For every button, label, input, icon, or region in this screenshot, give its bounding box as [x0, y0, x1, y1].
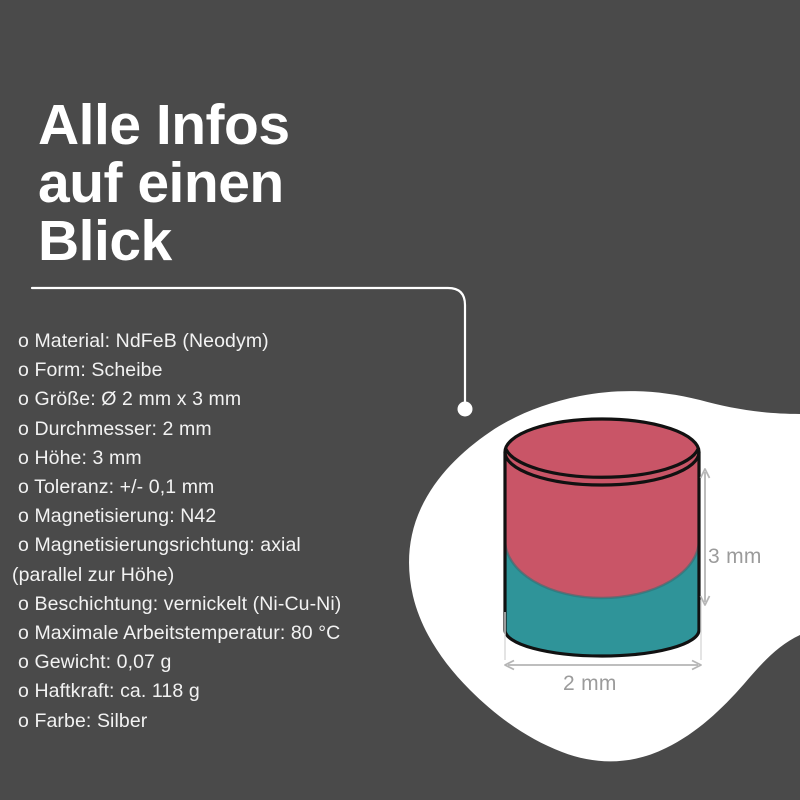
spec-item-toleranz: o Toleranz: +/- 0,1 mm [18, 476, 215, 499]
spec-item-material: o Material: NdFeB (Neodym) [18, 330, 269, 352]
spec-item-beschichtung: o Beschichtung: vernickelt (Ni-Cu-Ni) [18, 592, 342, 615]
spec-item-durchmesser: o Durchmesser: 2 mm [18, 417, 212, 440]
magnet-outline [503, 452, 701, 658]
dimension-width-label: 2 mm [563, 672, 617, 695]
dimension-width-extensions [504, 600, 702, 660]
spec-list: o Material: NdFeB (Neodym) o Form: Schei… [12, 327, 438, 736]
dimension-height-label: 3 mm [708, 545, 762, 568]
page-title: Alle Infos auf einen Blick [38, 93, 290, 274]
dimension-width [504, 659, 702, 671]
spec-item-hoehe: o Höhe: 3 mm [18, 446, 142, 469]
spec-item-magnetisierungsrichtung: o Magnetisierungsrichtung: axial [18, 534, 301, 557]
dimension-height [699, 468, 711, 606]
spec-item-form: o Form: Scheibe [18, 359, 163, 382]
magnet-lip-line [504, 448, 700, 479]
magnet-top-face [503, 417, 701, 487]
spec-item-gewicht: o Gewicht: 0,07 g [18, 651, 172, 674]
spec-item-groesse: o Größe: Ø 2 mm x 3 mm [18, 388, 242, 411]
spec-item-haftkraft: o Haftkraft: ca. 118 g [18, 680, 200, 703]
spec-item-magnetisierungsrichtung-cont: (parallel zur Höhe) [12, 563, 175, 586]
spec-item-arbeitstemperatur: o Maximale Arbeitstemperatur: 80 °C [18, 622, 341, 645]
spec-item-farbe: o Farbe: Silber [18, 709, 148, 732]
magnet-divider-shadow [505, 539, 699, 600]
spec-item-magnetisierung: o Magnetisierung: N42 [18, 505, 217, 528]
